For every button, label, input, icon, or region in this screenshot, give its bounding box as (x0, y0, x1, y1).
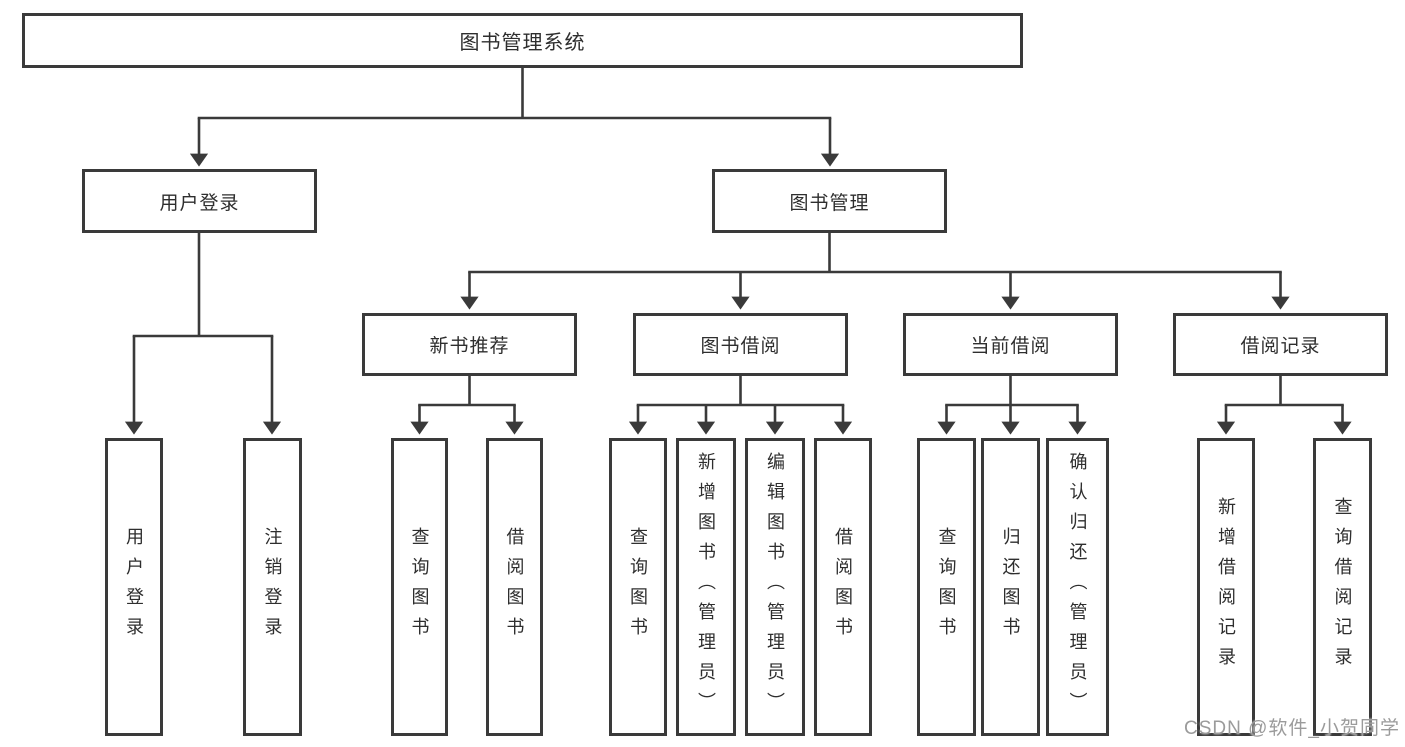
level2-node-book-management: 图书管理 (712, 169, 947, 233)
leaf-label: 编辑图书（管理员） (765, 452, 785, 722)
level2-node-label: 图书管理 (789, 192, 870, 214)
csdn-watermark: CSDN @软件_小贺同学 (1184, 718, 1400, 739)
root-node-book-management-system: 图书管理系统 (22, 13, 1023, 68)
level3-node-new-book-recommendation: 新书推荐 (362, 313, 577, 376)
root-node-label: 图书管理系统 (459, 32, 586, 54)
leaf-borrow-books-recommend: 借阅图书 (486, 438, 543, 736)
leaf-edit-book-admin: 编辑图书（管理员） (745, 438, 805, 736)
leaf-label: 查询借阅记录 (1332, 497, 1353, 677)
connector-book-management-to-level3 (460, 233, 1290, 310)
leaf-query-books-current: 查询图书 (917, 438, 976, 736)
level3-node-label: 新书推荐 (429, 336, 510, 357)
leaf-label: 新增图书（管理员） (696, 452, 716, 722)
leaf-label: 查询图书 (628, 527, 648, 647)
leaf-query-books-borrowing: 查询图书 (609, 438, 667, 736)
leaf-confirm-return-admin: 确认归还（管理员） (1046, 438, 1109, 736)
leaf-return-books: 归还图书 (981, 438, 1040, 736)
level3-node-current-borrowing: 当前借阅 (903, 313, 1118, 376)
leaf-add-borrow-record: 新增借阅记录 (1197, 438, 1255, 736)
level2-node-user-login: 用户登录 (82, 169, 317, 233)
connector-borrowing-records-children (1216, 375, 1352, 435)
leaf-query-books-recommend: 查询图书 (391, 438, 448, 736)
connector-user-login-children (124, 232, 282, 435)
leaf-label: 归还图书 (1000, 527, 1021, 647)
leaf-label: 新增借阅记录 (1216, 497, 1236, 677)
leaf-label: 借阅图书 (833, 527, 853, 647)
leaf-label: 确认归还（管理员） (1067, 452, 1088, 722)
connector-new-book-recommendation-children (410, 375, 524, 435)
level3-node-label: 借阅记录 (1240, 336, 1321, 357)
leaf-label: 查询图书 (409, 527, 430, 647)
level3-node-book-borrowing: 图书借阅 (633, 313, 848, 376)
level2-node-label: 用户登录 (159, 192, 240, 214)
leaf-label: 用户登录 (124, 527, 144, 647)
leaf-borrow-books-borrowing: 借阅图书 (814, 438, 872, 736)
leaf-label: 查询图书 (936, 527, 957, 647)
leaf-query-borrow-record: 查询借阅记录 (1313, 438, 1372, 736)
connector-root-to-level2 (189, 68, 840, 167)
leaf-user-login: 用户登录 (105, 438, 163, 736)
leaf-logout: 注销登录 (243, 438, 302, 736)
level3-node-borrowing-records: 借阅记录 (1173, 313, 1388, 376)
connector-book-borrowing-children (628, 375, 853, 435)
connector-current-borrowing-children (937, 375, 1087, 435)
leaf-label: 借阅图书 (504, 527, 525, 647)
leaf-label: 注销登录 (262, 527, 283, 647)
level3-node-label: 当前借阅 (970, 336, 1051, 357)
leaf-add-book-admin: 新增图书（管理员） (676, 438, 736, 736)
level3-node-label: 图书借阅 (700, 336, 781, 357)
